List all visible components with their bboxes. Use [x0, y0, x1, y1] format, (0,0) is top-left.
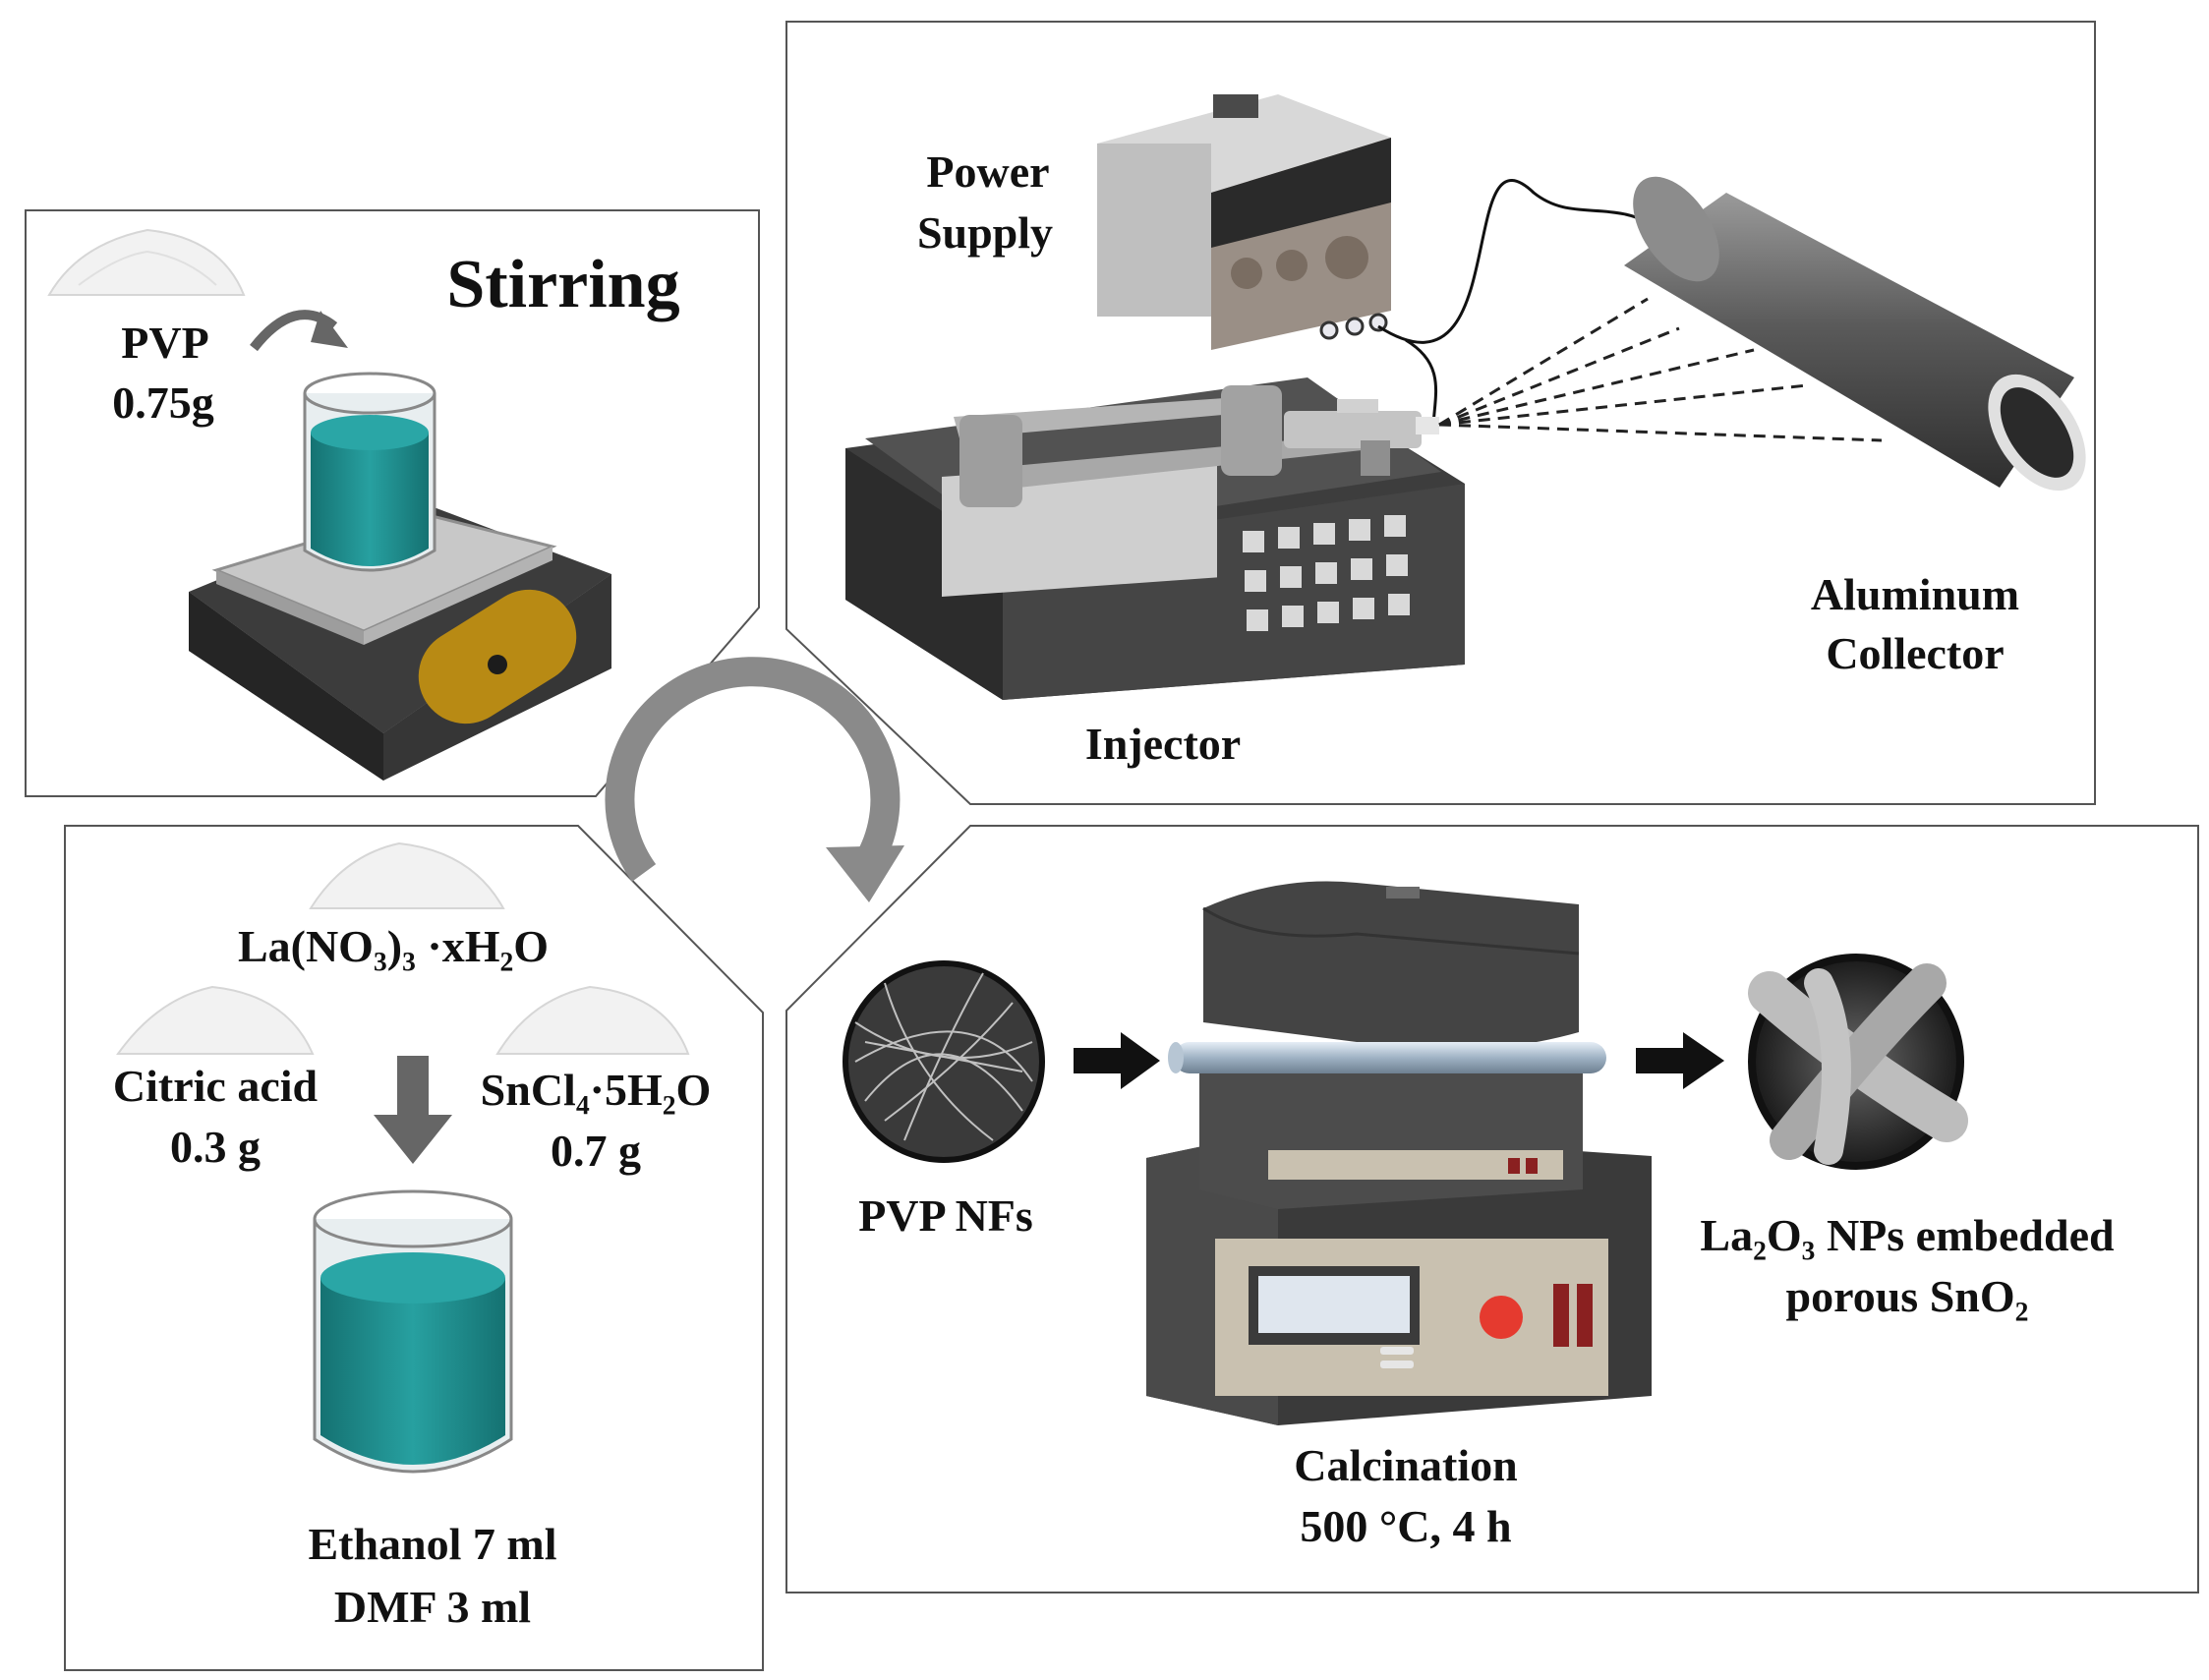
collector-label-line1: Aluminum: [1811, 569, 2019, 619]
powder-pile-icon: [495, 985, 690, 1055]
stirring-panel: Stirring PVP 0.75g: [47, 228, 680, 781]
solution-panel-frame: [64, 825, 764, 1671]
collector-label-line2: Collector: [1826, 628, 2004, 678]
solution-panel: La(NO₃)₃ ·xH₂O Citric acid 0.3 g SnCl₄·5…: [113, 841, 712, 1632]
pvp-nfs-label: PVP NFs: [858, 1190, 1033, 1241]
beaker-icon: [303, 372, 436, 572]
hotplate-stirrer-icon: [189, 499, 611, 781]
injector-label: Injector: [1085, 719, 1241, 769]
sn-salt-label: SnCl₄·5H₂O: [481, 1065, 712, 1115]
product-label-line2: porous SnO₂: [1786, 1271, 2029, 1321]
right-arrow-icon: [1636, 1032, 1724, 1089]
wire-to-needle: [1405, 338, 1438, 426]
keypad: [1243, 515, 1410, 631]
spray-jet-lines: [1438, 297, 1883, 442]
powder-pile-icon: [47, 228, 246, 296]
pvp-mass-label: 0.75g: [112, 377, 214, 428]
solvent-label-line1: Ethanol 7 ml: [308, 1519, 556, 1569]
product-label-line1: La₂O₃ NPs embedded: [1700, 1210, 2115, 1260]
pvp-label: PVP: [121, 318, 208, 368]
nanofiber-sem-icon: [843, 960, 1045, 1163]
calcination-label-line2: 500 °C, 4 h: [1300, 1501, 1511, 1551]
calcination-panel-frame: [785, 825, 2199, 1593]
cycle-arrow-icon: [605, 657, 904, 902]
electrospinning-panel: Power Supply: [845, 94, 2086, 769]
citric-acid-label: Citric acid: [113, 1061, 319, 1111]
curved-arrow-icon: [250, 310, 348, 352]
calcination-label-line1: Calcination: [1294, 1440, 1517, 1490]
syringe-pump-icon: [845, 377, 1465, 700]
solvent-label-line2: DMF 3 ml: [334, 1582, 531, 1632]
down-arrow-icon: [374, 1056, 452, 1164]
furnace-icon: [1146, 881, 1652, 1425]
right-arrow-icon: [1074, 1032, 1160, 1089]
citric-acid-mass-label: 0.3 g: [170, 1122, 261, 1172]
wire-to-collector: [1377, 179, 1662, 344]
sn-salt-mass-label: 0.7 g: [551, 1126, 641, 1176]
collector-tube-icon: [1624, 176, 2086, 492]
electrospinning-panel-frame: [785, 21, 2096, 805]
power-supply-label-line2: Supply: [917, 207, 1053, 258]
la-salt-label: La(NO₃)₃ ·xH₂O: [238, 921, 549, 971]
powder-pile-icon: [309, 841, 505, 909]
stirring-title: Stirring: [446, 247, 679, 322]
power-supply-icon: [1097, 94, 1391, 350]
power-supply-label-line1: Power: [926, 146, 1049, 197]
beaker-icon: [313, 1189, 513, 1474]
calcination-panel: PVP NFs: [843, 881, 2115, 1551]
porous-fiber-sem-icon: [1748, 954, 1968, 1170]
powder-pile-icon: [116, 985, 315, 1055]
